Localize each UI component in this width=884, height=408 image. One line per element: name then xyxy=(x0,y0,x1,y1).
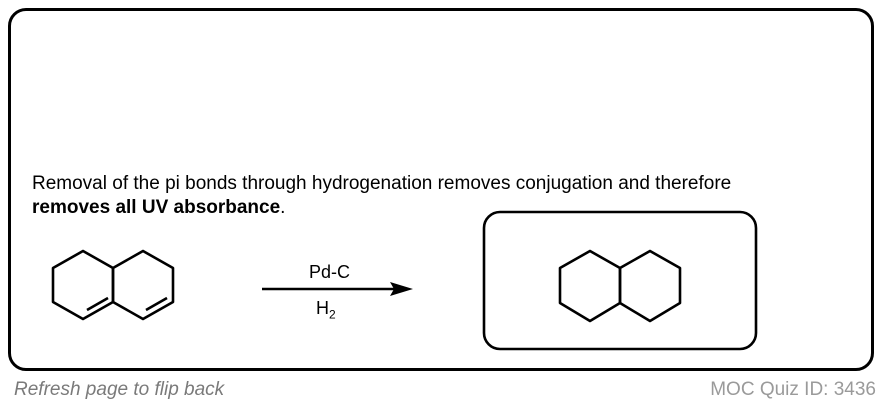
quiz-id: MOC Quiz ID: 3436 xyxy=(710,379,876,400)
flip-hint: Refresh page to flip back xyxy=(14,379,225,400)
explanation-period: . xyxy=(280,197,286,218)
reagent-hydrogen-symbol: H xyxy=(316,298,329,318)
explanation-text: Removal of the pi bonds through hydrogen… xyxy=(32,172,862,220)
reagent-hydrogen: H2 xyxy=(316,298,336,322)
product-structure-icon xyxy=(558,249,682,323)
explanation-bold: removes all UV absorbance xyxy=(32,197,281,218)
reagent-catalyst: Pd-C xyxy=(309,262,351,282)
reaction-arrow xyxy=(262,282,413,296)
explanation-normal: Removal of the pi bonds through hydrogen… xyxy=(32,173,732,194)
reagent-hydrogen-subscript: 2 xyxy=(329,307,336,322)
quiz-card[interactable] xyxy=(8,8,874,371)
reactant-structure-icon xyxy=(51,249,175,321)
product-box xyxy=(482,210,758,351)
